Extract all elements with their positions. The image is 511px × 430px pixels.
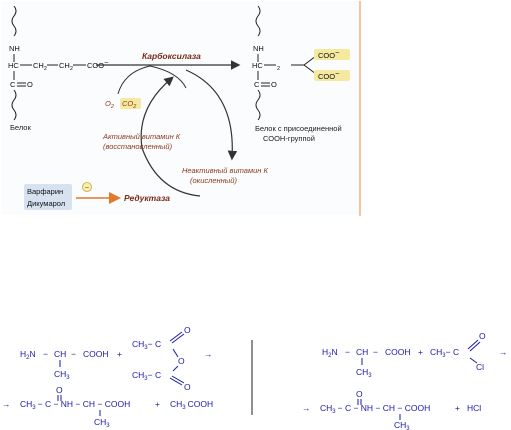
right-coo-top: COO− [318, 48, 340, 60]
warfarin-label: Варфарин [27, 187, 63, 196]
left-alanine-amino: H2N [20, 349, 36, 361]
cofactor-arc [117, 65, 187, 95]
inactive-vitamin-k-line1: Неактивный витамин К [182, 166, 268, 175]
active-to-inactive-arrow [185, 69, 238, 161]
right-nh: NH [253, 44, 264, 53]
anhydride-top: CH3− C [132, 339, 161, 351]
left-product-acetylalanine: CH3− C − NH − CH − COOH [20, 399, 130, 411]
right-hc: HC [252, 61, 263, 70]
svg-text:+: + [418, 347, 423, 357]
highlight-coo-top [314, 49, 350, 60]
right-alanine-ch3: CH3 [356, 367, 372, 379]
right-alanine-ch: CH [356, 347, 368, 357]
acetyl-chloride-o: O [479, 331, 486, 341]
left-reaction-arrow: → [204, 349, 213, 359]
svg-text:+: + [117, 349, 122, 359]
co2-label: CO2 [122, 99, 136, 110]
right-chain-wavy-bottom [255, 89, 261, 121]
o2-label: O2 [105, 99, 114, 110]
svg-text:+: + [455, 403, 460, 413]
active-vitamin-k-line2: (восстановленный) [103, 142, 173, 151]
right-product-ch3: CH3 [394, 420, 410, 430]
inhibition-sign-icon [82, 182, 92, 192]
left-c: C [10, 80, 16, 89]
highlight-coo-bottom [314, 70, 350, 81]
left-protein-molecule: NH HC CH2 CH2 COO− C O Белок [8, 5, 109, 132]
anhydride-bottom: CH3− C [132, 370, 161, 382]
inactive-to-active-arrow [140, 76, 201, 197]
svg-text:−: − [71, 349, 76, 359]
inhibitor-box [24, 184, 72, 210]
right-product-acetylalanine: CH3− C − NH − CH − COOH [320, 403, 430, 415]
svg-text:−: − [43, 349, 48, 359]
left-ch2-b: CH2 [59, 61, 73, 72]
left-product-ch3: CH3 [94, 417, 110, 429]
right-reaction-acyl-chloride: H2N − CH − COOH + CH3 CH3− C O Cl → → CH… [302, 331, 508, 430]
left-reaction-anhydride: H2N − CH − COOH + CH3 CH3− C O O CH3− C … [2, 325, 213, 429]
left-nh: NH [9, 44, 20, 53]
right-protein-label-line1: Белок с присоединенной [255, 124, 342, 133]
anhydride-o-bridge: O [178, 356, 185, 366]
inactive-vitamin-k-line2: (окисленный) [190, 176, 237, 185]
left-alanine-ch3: CH3 [54, 369, 70, 381]
left-hc: HC [8, 61, 19, 70]
right-reaction-arrow: → [499, 347, 508, 357]
right-c: C [254, 80, 260, 89]
right-product-hcl: HCl [467, 403, 481, 413]
acetyl-chloride: CH3− C [430, 347, 459, 359]
acylation-reactions: H2N − CH − COOH + CH3 CH3− C O O CH3− C … [2, 325, 508, 430]
svg-text:−: − [85, 183, 90, 192]
svg-text:−: − [345, 347, 350, 357]
left-alanine-ch: CH [54, 349, 66, 359]
right-product-arrow: → [302, 403, 311, 413]
left-product-arrow: → [2, 399, 11, 409]
svg-text:−: − [373, 347, 378, 357]
anhydride-o-bottom: O [184, 382, 191, 392]
left-alanine-cooh: COOH [83, 349, 109, 359]
active-vitamin-k-line1: Активный витамин К [102, 132, 181, 141]
vitamin-k-cycle-scheme: NH HC CH2 CH2 COO− C O Белок Карбоксилаз… [8, 1, 361, 216]
right-ch2: 2 [277, 66, 280, 72]
left-ch2-a: CH2 [33, 61, 47, 72]
right-alanine-amino: H2N [322, 347, 338, 359]
left-chain-wavy-bottom [11, 89, 17, 121]
svg-text:+: + [155, 399, 160, 409]
acetyl-chloride-cl: Cl [476, 362, 484, 372]
right-chain-wavy-top [255, 5, 261, 37]
left-chain-wavy-top [11, 5, 17, 37]
left-coo: COO− [87, 58, 109, 70]
right-product-o: O [356, 389, 363, 399]
right-protein-molecule: NH HC 2 COO− COO− C O Белок с присоедине… [252, 5, 350, 143]
highlight-co2 [120, 98, 141, 109]
left-product-o: O [56, 385, 63, 395]
right-protein-label-line2: СООН-группой [263, 134, 315, 143]
left-protein-label: Белок [10, 123, 31, 132]
left-o: O [27, 80, 33, 89]
dicumarol-label: Дикумарол [27, 199, 65, 208]
right-alanine-cooh: COOH [385, 347, 411, 357]
right-coo-bottom: COO− [318, 69, 340, 81]
reductase-label: Редуктаза [124, 193, 170, 203]
right-o: O [271, 80, 277, 89]
anhydride-o-top: O [184, 325, 191, 335]
carboxylase-label: Карбоксилаза [142, 51, 201, 61]
